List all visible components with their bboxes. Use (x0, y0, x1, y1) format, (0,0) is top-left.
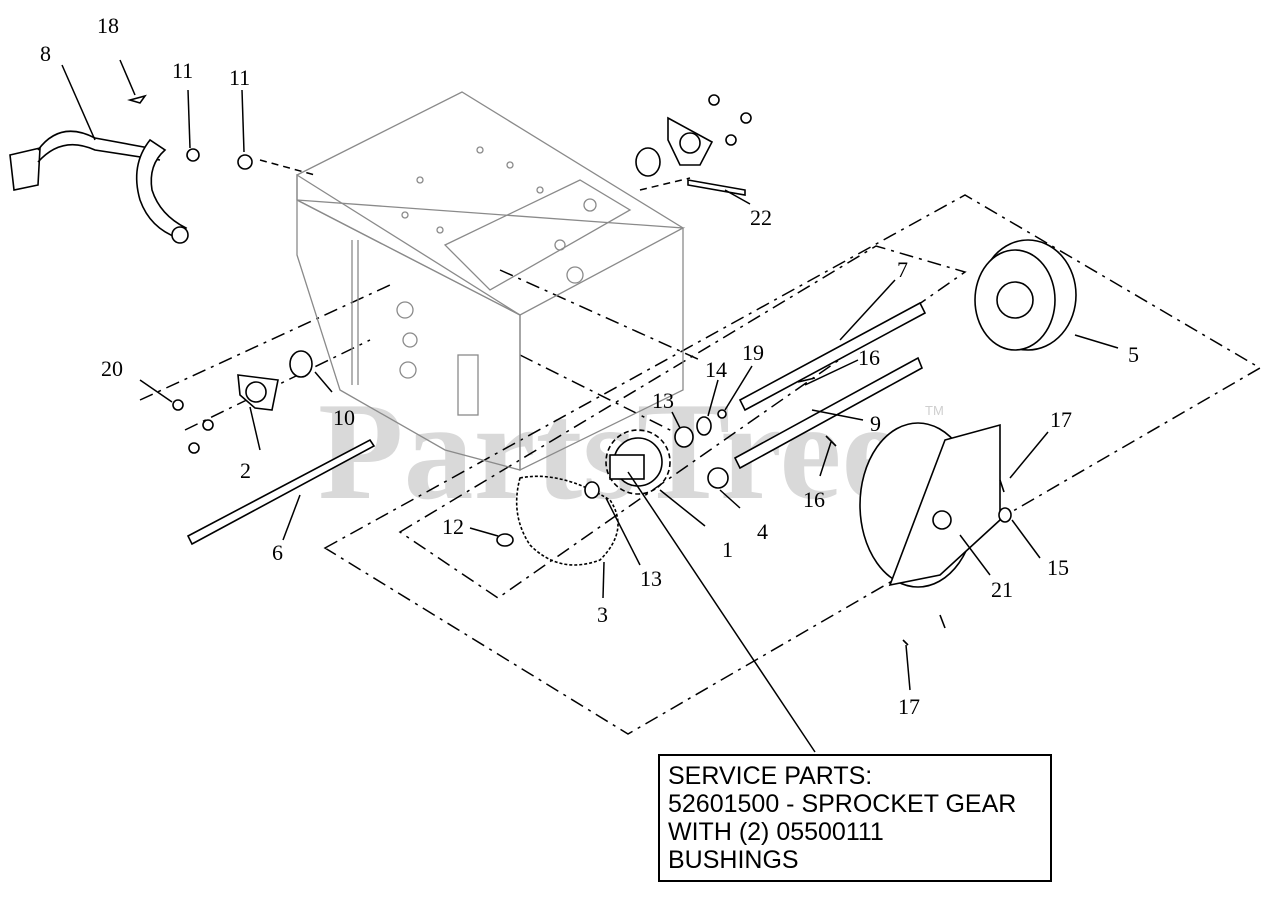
callout-21: 21 (991, 577, 1013, 602)
pin-part-18 (127, 94, 147, 104)
bushing-part-13b (674, 426, 694, 448)
callout-14: 14 (705, 357, 727, 382)
bolt-part-20 (172, 399, 184, 411)
pin-part-17b (902, 639, 909, 646)
nut-part-11a (186, 148, 200, 162)
outer-assembly-outline (323, 194, 1262, 735)
pin-part-16a (797, 377, 816, 383)
wheel-cover-part-21 (859, 422, 1001, 588)
callout-10: 10 (333, 405, 355, 430)
service-part-bushings: BUSHINGS (668, 846, 799, 874)
callout-12: 12 (442, 514, 464, 539)
shaft-alignment-line (519, 354, 691, 441)
callout-7: 7 (897, 257, 908, 282)
callout-17a: 17 (1050, 407, 1072, 432)
pin-part-17c (939, 614, 946, 629)
handle-alignment-line (259, 159, 316, 176)
gear-part-4 (707, 467, 729, 489)
callout-11a: 11 (172, 58, 193, 83)
callout-13a: 13 (640, 566, 662, 591)
pin-part-19 (717, 409, 727, 419)
shaft-part-7 (738, 301, 927, 412)
callout-20: 20 (101, 356, 123, 381)
callout-2: 2 (240, 458, 251, 483)
callout-9: 9 (870, 411, 881, 436)
bearing-alignment-line-1 (139, 284, 391, 401)
callout-18: 18 (97, 13, 119, 38)
shift-handle-part-8 (9, 130, 189, 244)
bolt-part-22 (687, 179, 746, 196)
wheel-part-5 (974, 239, 1077, 351)
callout-17b: 17 (898, 694, 920, 719)
frame-alignment-line (499, 269, 701, 361)
pin-part-16b (825, 435, 837, 447)
callout-6: 6 (272, 540, 283, 565)
sprocket-gear-part-1 (605, 429, 671, 495)
axle-rod-part-6 (186, 438, 376, 546)
washer-part-15 (998, 507, 1012, 523)
callout-8: 8 (40, 41, 51, 66)
nut-part-11b (237, 154, 253, 170)
inner-assembly-outline (398, 245, 967, 599)
service-parts-note: SERVICE PARTS: 52601500 - SPROCKET GEAR … (658, 754, 1052, 882)
bolt-left-2 (188, 442, 200, 454)
bearing-flange-part-2 (237, 374, 279, 411)
service-parts-heading: SERVICE PARTS: (668, 762, 873, 790)
watermark-trademark: TM (925, 403, 944, 418)
callout-19: 19 (742, 340, 764, 365)
bolt-left-1 (202, 419, 214, 431)
bearing-flange-top (635, 94, 752, 177)
callout-13b: 13 (652, 388, 674, 413)
bearing-part-10 (289, 350, 313, 378)
bushing-part-13a (584, 481, 600, 499)
pin-part-17a (999, 479, 1005, 493)
callout-1: 1 (722, 537, 733, 562)
callout-4: 4 (757, 519, 768, 544)
callout-16a: 16 (858, 345, 880, 370)
watermark-text: PartsTree (318, 374, 904, 529)
callout-3: 3 (597, 602, 608, 627)
service-part-includes: WITH (2) 05500111 (668, 818, 884, 846)
callout-16b: 16 (803, 487, 825, 512)
service-part-number: 52601500 - SPROCKET GEAR (668, 790, 1017, 818)
clip-part-12 (496, 533, 514, 547)
callout-numbers: 18 8 11 11 22 7 5 16 19 14 13 9 17 16 4 … (40, 13, 1139, 719)
callout-22: 22 (750, 205, 772, 230)
callout-11b: 11 (229, 65, 250, 90)
callout-15: 15 (1047, 555, 1069, 580)
bearing-alignment-line-2 (184, 339, 371, 431)
bolt-alignment-line (639, 177, 691, 191)
washer-part-14 (696, 416, 712, 436)
drive-chain-part-3 (515, 475, 619, 566)
frame-housing (296, 91, 686, 472)
leader-lines (61, 59, 1119, 753)
callout-5: 5 (1128, 342, 1139, 367)
